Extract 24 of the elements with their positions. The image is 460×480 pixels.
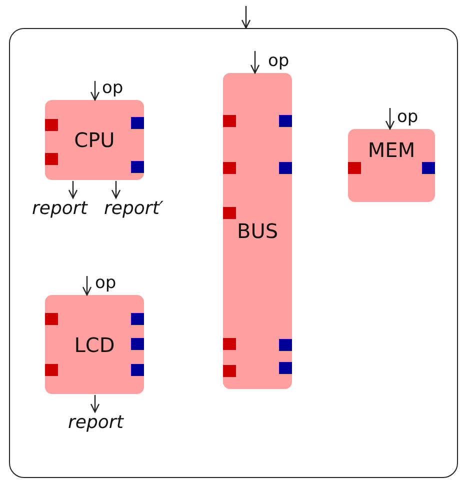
edge-label: op [268, 52, 290, 71]
edge-label: op [102, 79, 124, 98]
arrow [68, 181, 78, 199]
arrow [90, 81, 100, 101]
container-frame [9, 28, 458, 478]
component-name: MEM [368, 139, 416, 161]
component-box [348, 129, 435, 202]
arrow [385, 108, 395, 130]
component-box [45, 295, 144, 394]
component-box [45, 100, 144, 180]
edge-label: op [95, 274, 116, 293]
component-name: CPU [74, 129, 115, 151]
edge-label: report′ [104, 199, 164, 219]
component-name: BUS [236, 220, 278, 242]
edge-label: op [397, 108, 418, 127]
arrow [111, 181, 121, 199]
arrow [90, 395, 100, 413]
arrow [82, 276, 92, 296]
arrow [241, 6, 251, 29]
component-box [223, 73, 292, 389]
component-name: LCD [74, 334, 115, 356]
edge-label: report [32, 199, 88, 219]
arrow [250, 51, 260, 74]
edge-label: report [68, 413, 124, 433]
